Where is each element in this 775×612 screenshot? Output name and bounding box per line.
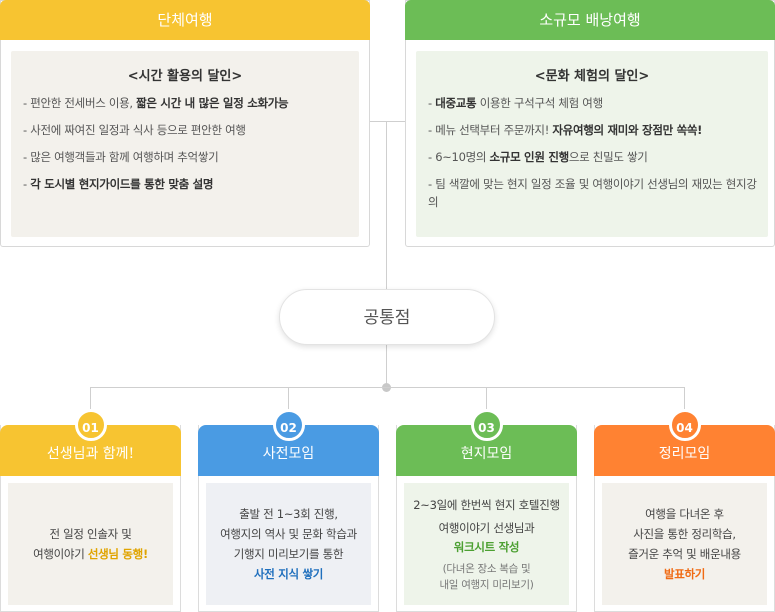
card-note: (다녀온 장소 복습 및 [442, 562, 531, 575]
group-tour-panel: 단체여행 <시간 활용의 달인> - 편안한 전세버스 이용, 짧은 시간 내 … [0, 0, 370, 247]
card-line: 여행이야기 선생님 동행! [33, 547, 148, 561]
card-highlight: 선생님 동행! [87, 547, 148, 561]
card-local-meeting: 현지모임 03 2~3일에 한번씩 현지 호텔진행 여행이야기 선생님과 워크시… [396, 409, 577, 612]
group-tour-subtitle: <시간 활용의 달인> [127, 69, 243, 84]
list-item: - 6~10명의 소규모 인원 진행으로 친밀도 쌓기 [428, 150, 648, 164]
card-note: 내일 여행지 미리보기) [439, 578, 534, 591]
card-title: 현지모임 [396, 425, 577, 476]
card-line: 여행이야기 선생님과 [438, 520, 535, 535]
list-item: - 편안한 전세버스 이용, 짧은 시간 내 많은 일정 소화가능 [23, 96, 289, 110]
card-body: 2~3일에 한번씩 현지 호텔진행 여행이야기 선생님과 워크시트 작성 (다녀… [404, 483, 569, 605]
card-highlight: 사전 지식 쌓기 [253, 567, 324, 581]
card-line: 출발 전 1~3회 진행, [239, 507, 338, 521]
card-with-teacher: 선생님과 함께! 01 전 일정 인솔자 및 여행이야기 선생님 동행! [0, 409, 181, 612]
group-tour-list: - 편안한 전세버스 이용, 짧은 시간 내 많은 일정 소화가능 - 사전에 … [11, 94, 359, 193]
common-points-badge: 공통점 [279, 289, 495, 345]
group-tour-title: 단체여행 [0, 0, 370, 40]
card-line: 즐거운 추억 및 배운내용 [628, 547, 741, 561]
small-tour-subtitle: <문화 체험의 달인> [534, 69, 650, 84]
card-line: 기행지 미리보기를 통한 [233, 547, 344, 561]
card-highlight: 워크시트 작성 [453, 539, 520, 554]
connector-drop-1 [90, 387, 91, 409]
list-item: - 각 도시별 현지가이드를 통한 맞춤 설명 [23, 177, 214, 191]
card-body: 출발 전 1~3회 진행, 여행지의 역사 및 문화 학습과 기행지 미리보기를… [206, 483, 371, 605]
list-item: - 많은 여행객들과 함께 여행하며 추억쌓기 [23, 150, 219, 164]
list-item: - 메뉴 선택부터 주문까지! 자유여행의 재미와 장점만 쏙쏙! [428, 123, 703, 137]
connector-horizontal-top [370, 121, 405, 122]
connector-vertical-bottom [386, 345, 387, 387]
connector-vertical-top [386, 121, 387, 289]
small-tour-list: - 대중교통 이용한 구석구석 체험 여행 - 메뉴 선택부터 주문까지! 자유… [416, 94, 768, 211]
card-line: 전 일정 인솔자 및 [49, 527, 132, 541]
card-highlight: 발표하기 [663, 567, 706, 581]
small-tour-title: 소규모 배낭여행 [405, 0, 775, 40]
card-number-badge: 03 [470, 409, 503, 441]
card-number-badge: 01 [74, 409, 107, 441]
card-title: 선생님과 함께! [0, 425, 181, 476]
connector-drop-4 [684, 387, 685, 409]
list-item: - 팀 색깔에 맞는 현지 일정 조율 및 여행이야기 선생님의 재밌는 현지강… [428, 177, 757, 209]
list-item: - 사전에 짜여진 일정과 식사 등으로 편안한 여행 [23, 123, 246, 137]
card-number-badge: 02 [272, 409, 305, 441]
card-wrap-up-meeting: 정리모임 04 여행을 다녀온 후 사진을 통한 정리학습, 즐거운 추억 및 … [594, 409, 775, 612]
small-tour-body: <문화 체험의 달인> - 대중교통 이용한 구석구석 체험 여행 - 메뉴 선… [416, 51, 768, 237]
connector-drop-3 [486, 387, 487, 409]
group-tour-body: <시간 활용의 달인> - 편안한 전세버스 이용, 짧은 시간 내 많은 일정… [11, 51, 359, 237]
connector-drop-2 [288, 387, 289, 409]
card-pre-meeting: 사전모임 02 출발 전 1~3회 진행, 여행지의 역사 및 문화 학습과 기… [198, 409, 379, 612]
connector-horizontal-bottom [90, 387, 684, 388]
card-body: 전 일정 인솔자 및 여행이야기 선생님 동행! [8, 483, 173, 605]
small-tour-panel: 소규모 배낭여행 <문화 체험의 달인> - 대중교통 이용한 구석구석 체험 … [405, 0, 775, 247]
card-line: 여행지의 역사 및 문화 학습과 [220, 527, 357, 541]
card-line: 여행을 다녀온 후 [645, 507, 724, 521]
list-item: - 대중교통 이용한 구석구석 체험 여행 [428, 96, 603, 110]
card-line: 2~3일에 한번씩 현지 호텔진행 [413, 497, 560, 512]
card-number-badge: 04 [668, 409, 701, 441]
card-body: 여행을 다녀온 후 사진을 통한 정리학습, 즐거운 추억 및 배운내용 발표하… [602, 483, 767, 605]
card-line: 사진을 통한 정리학습, [633, 527, 736, 541]
